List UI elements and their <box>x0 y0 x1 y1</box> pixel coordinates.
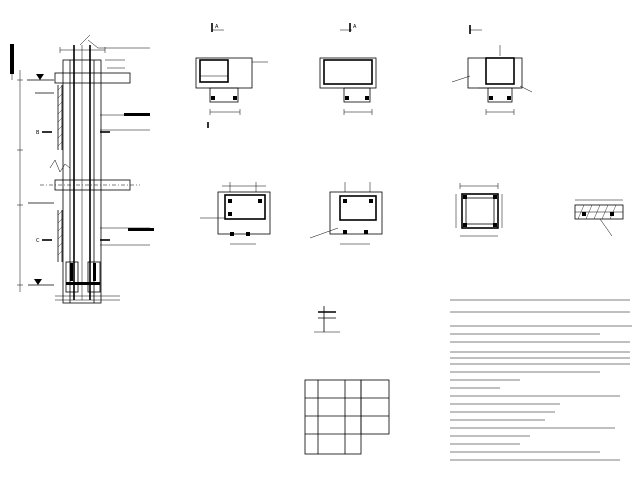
column-elevation: B C <box>10 34 154 304</box>
section-a-2: A <box>319 23 377 115</box>
section-b-2 <box>309 182 383 245</box>
cut-mark-a2: A <box>353 24 357 30</box>
section-a-3 <box>451 25 533 115</box>
cut-mark-a1: A <box>215 24 219 30</box>
material-table <box>304 379 390 455</box>
section-a-1: A <box>195 23 268 128</box>
note-strokes <box>450 299 632 461</box>
section-c-1 <box>455 183 503 237</box>
small-detail <box>314 306 340 333</box>
cut-mark-b: B <box>36 130 40 136</box>
section-c-2 <box>574 199 624 237</box>
cut-mark-c: C <box>36 238 40 244</box>
section-b-1 <box>200 182 271 245</box>
general-notes <box>450 299 632 461</box>
